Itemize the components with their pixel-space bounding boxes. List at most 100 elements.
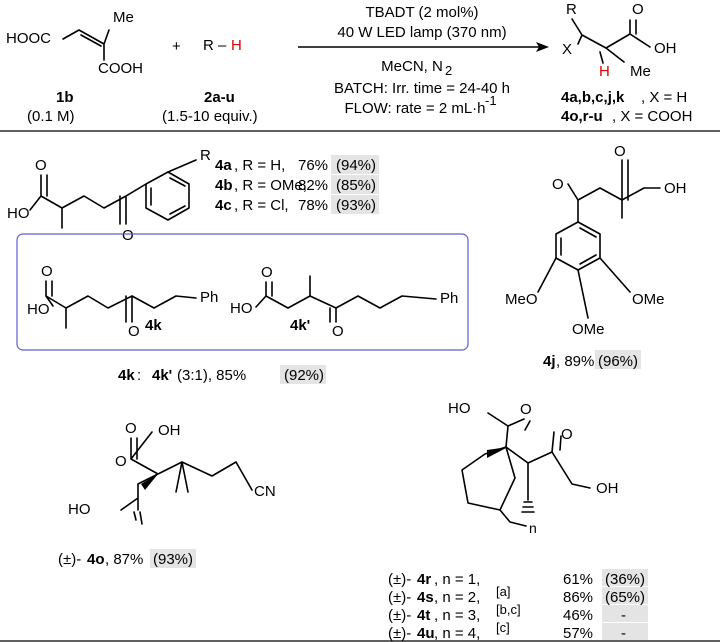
condition-catalyst: TBADT (2 mol%) — [365, 4, 478, 21]
flow-4o: (93%) — [153, 551, 193, 568]
product-label-1-rest: , X = H — [641, 89, 687, 106]
label-4o: 4o — [87, 551, 105, 568]
flow-box-4o — [150, 549, 196, 568]
text-4c: , R = Cl, — [234, 197, 289, 214]
structure-4o: O OH O HO CN (±)- 4o , 87% (93%) — [58, 420, 276, 568]
structure-4abc: O HO O R — [7, 147, 211, 244]
structure-4rstu: HO O O OH n (±)- 4r , n = 1, 61% (36%) (… — [388, 400, 648, 642]
yield-4o: , 87% — [105, 551, 143, 568]
wedge-4rstu — [487, 447, 508, 458]
id-4c: 4c — [215, 197, 232, 214]
atom-4rstu-n: n — [529, 520, 537, 536]
label-4kp: 4k' — [290, 317, 310, 334]
flow-4a: (94%) — [336, 157, 376, 174]
text-4s: , n = 2, — [434, 589, 480, 606]
ring-inner-4abc — [150, 177, 186, 215]
caption-4kp: 4k' — [152, 367, 172, 384]
atom-4j-ome-right: OMe — [632, 291, 665, 308]
reactant-2-label: 2a-u — [204, 89, 235, 106]
product-label-2-rest: , X = COOH — [612, 108, 692, 125]
bonds-4abc — [29, 174, 147, 229]
caption-ratio: (3:1), 85% — [177, 367, 246, 384]
atom-4abc-o-ketone: O — [122, 227, 134, 244]
flow-4r: (36%) — [605, 571, 645, 588]
yield-4u: 57% — [563, 625, 593, 642]
product-r: R — [566, 1, 577, 18]
atom-4abc-ho: HO — [7, 205, 30, 222]
atom-4k-o-ketone: O — [128, 323, 140, 340]
product-label-2: 4o,r-u — [561, 108, 603, 125]
atom-4o-ho: HO — [68, 501, 91, 518]
caption-4k-4kp: 4k : 4k' (3:1), 85% (92%) — [118, 365, 326, 384]
flow-box-4u — [602, 623, 648, 640]
product-oh: OH — [654, 40, 677, 57]
product-o: O — [632, 1, 644, 18]
double-bonds-4kp — [271, 281, 331, 323]
prefix-4r: (±)- — [388, 571, 411, 588]
reactant-1b-label: 1b — [56, 89, 74, 106]
atom-4rstu-ho: HO — [448, 400, 471, 417]
atom-4k-ph: Ph — [200, 289, 218, 306]
text-4b: , R = OMe, — [234, 177, 307, 194]
wedge-4o — [141, 474, 158, 490]
reactant-2-h: H — [231, 37, 242, 54]
note-4u: [c] — [496, 620, 510, 635]
flow-box-4c — [331, 195, 379, 214]
reactant-2-structure: R – H 2a-u (1.5-10 equiv.) — [162, 37, 258, 125]
caption-flow: (92%) — [284, 367, 324, 384]
flow-box-4t — [602, 605, 648, 622]
id-4r: 4r — [417, 571, 431, 588]
flow-4j: (96%) — [598, 353, 638, 370]
gem-dimethyl-4o — [175, 461, 189, 493]
reactant-1b-structure: HOOC Me COOH 1b (0.1 M) — [6, 9, 143, 125]
yield-4b: 82% — [298, 177, 328, 194]
label-4k: 4k — [145, 317, 162, 334]
structure-4j: O O OH MeO OMe OMe 4j , 89% (96%) — [505, 143, 687, 370]
atom-4o-o-left: O — [115, 453, 127, 470]
reactant-1b-cooh: COOH — [98, 60, 143, 77]
yield-4a: 76% — [298, 157, 328, 174]
atom-4j-o-acid: O — [614, 143, 626, 160]
condition-solvent: MeCN, N — [381, 58, 443, 75]
table-4abc: 4a , R = H, 76% (94%) 4b , R = OMe, 82% … — [215, 155, 379, 214]
text-4t: , n = 3, — [434, 607, 480, 624]
flow-box-4r — [602, 569, 648, 586]
ring-linker-4rstu — [499, 509, 527, 527]
id-4a: 4a — [215, 157, 232, 174]
ring-4j — [537, 221, 631, 319]
prefix-4u: (±)- — [388, 625, 411, 642]
text-4a: , R = H, — [234, 157, 285, 174]
yield-4c: 78% — [298, 197, 328, 214]
double-bonds-4abc — [46, 174, 121, 225]
product-h: H — [599, 63, 610, 80]
atom-4kp-o-ketone: O — [332, 323, 344, 340]
product-label-1: 4a,b,c,j,k — [561, 89, 625, 106]
condition-flow-superscript: -1 — [485, 93, 497, 108]
yield-4s: 86% — [563, 589, 593, 606]
hash-4rstu — [521, 501, 535, 513]
condition-n2-subscript: 2 — [445, 63, 452, 78]
ring-4abc — [145, 159, 197, 221]
atom-4k-o-top: O — [41, 263, 53, 280]
id-4b: 4b — [215, 177, 233, 194]
atom-4abc-o-top: O — [35, 157, 47, 174]
condition-batch: BATCH: Irr. time = 24-40 h — [334, 80, 510, 97]
bonds-4rstu — [487, 412, 591, 501]
reaction-arrow-head — [536, 42, 549, 52]
structure-4kp: O HO O Ph 4k' — [230, 264, 458, 340]
hash-4o — [133, 511, 143, 525]
product-x: X — [562, 41, 572, 58]
label-4j: 4j — [543, 353, 556, 370]
text-4r: , n = 1, — [434, 571, 480, 588]
yield-4j: , 89% — [556, 353, 594, 370]
reactant-1b-double-bond — [80, 34, 102, 47]
yield-4t: 46% — [563, 607, 593, 624]
atom-4kp-o-top: O — [261, 264, 273, 281]
flow-box-4a — [331, 155, 379, 174]
double-bonds-4k — [51, 280, 127, 323]
flow-4b: (85%) — [336, 177, 376, 194]
reactant-2-dash: – — [218, 37, 227, 54]
atom-4abc-r: R — [200, 147, 211, 164]
id-4u: 4u — [417, 625, 435, 642]
